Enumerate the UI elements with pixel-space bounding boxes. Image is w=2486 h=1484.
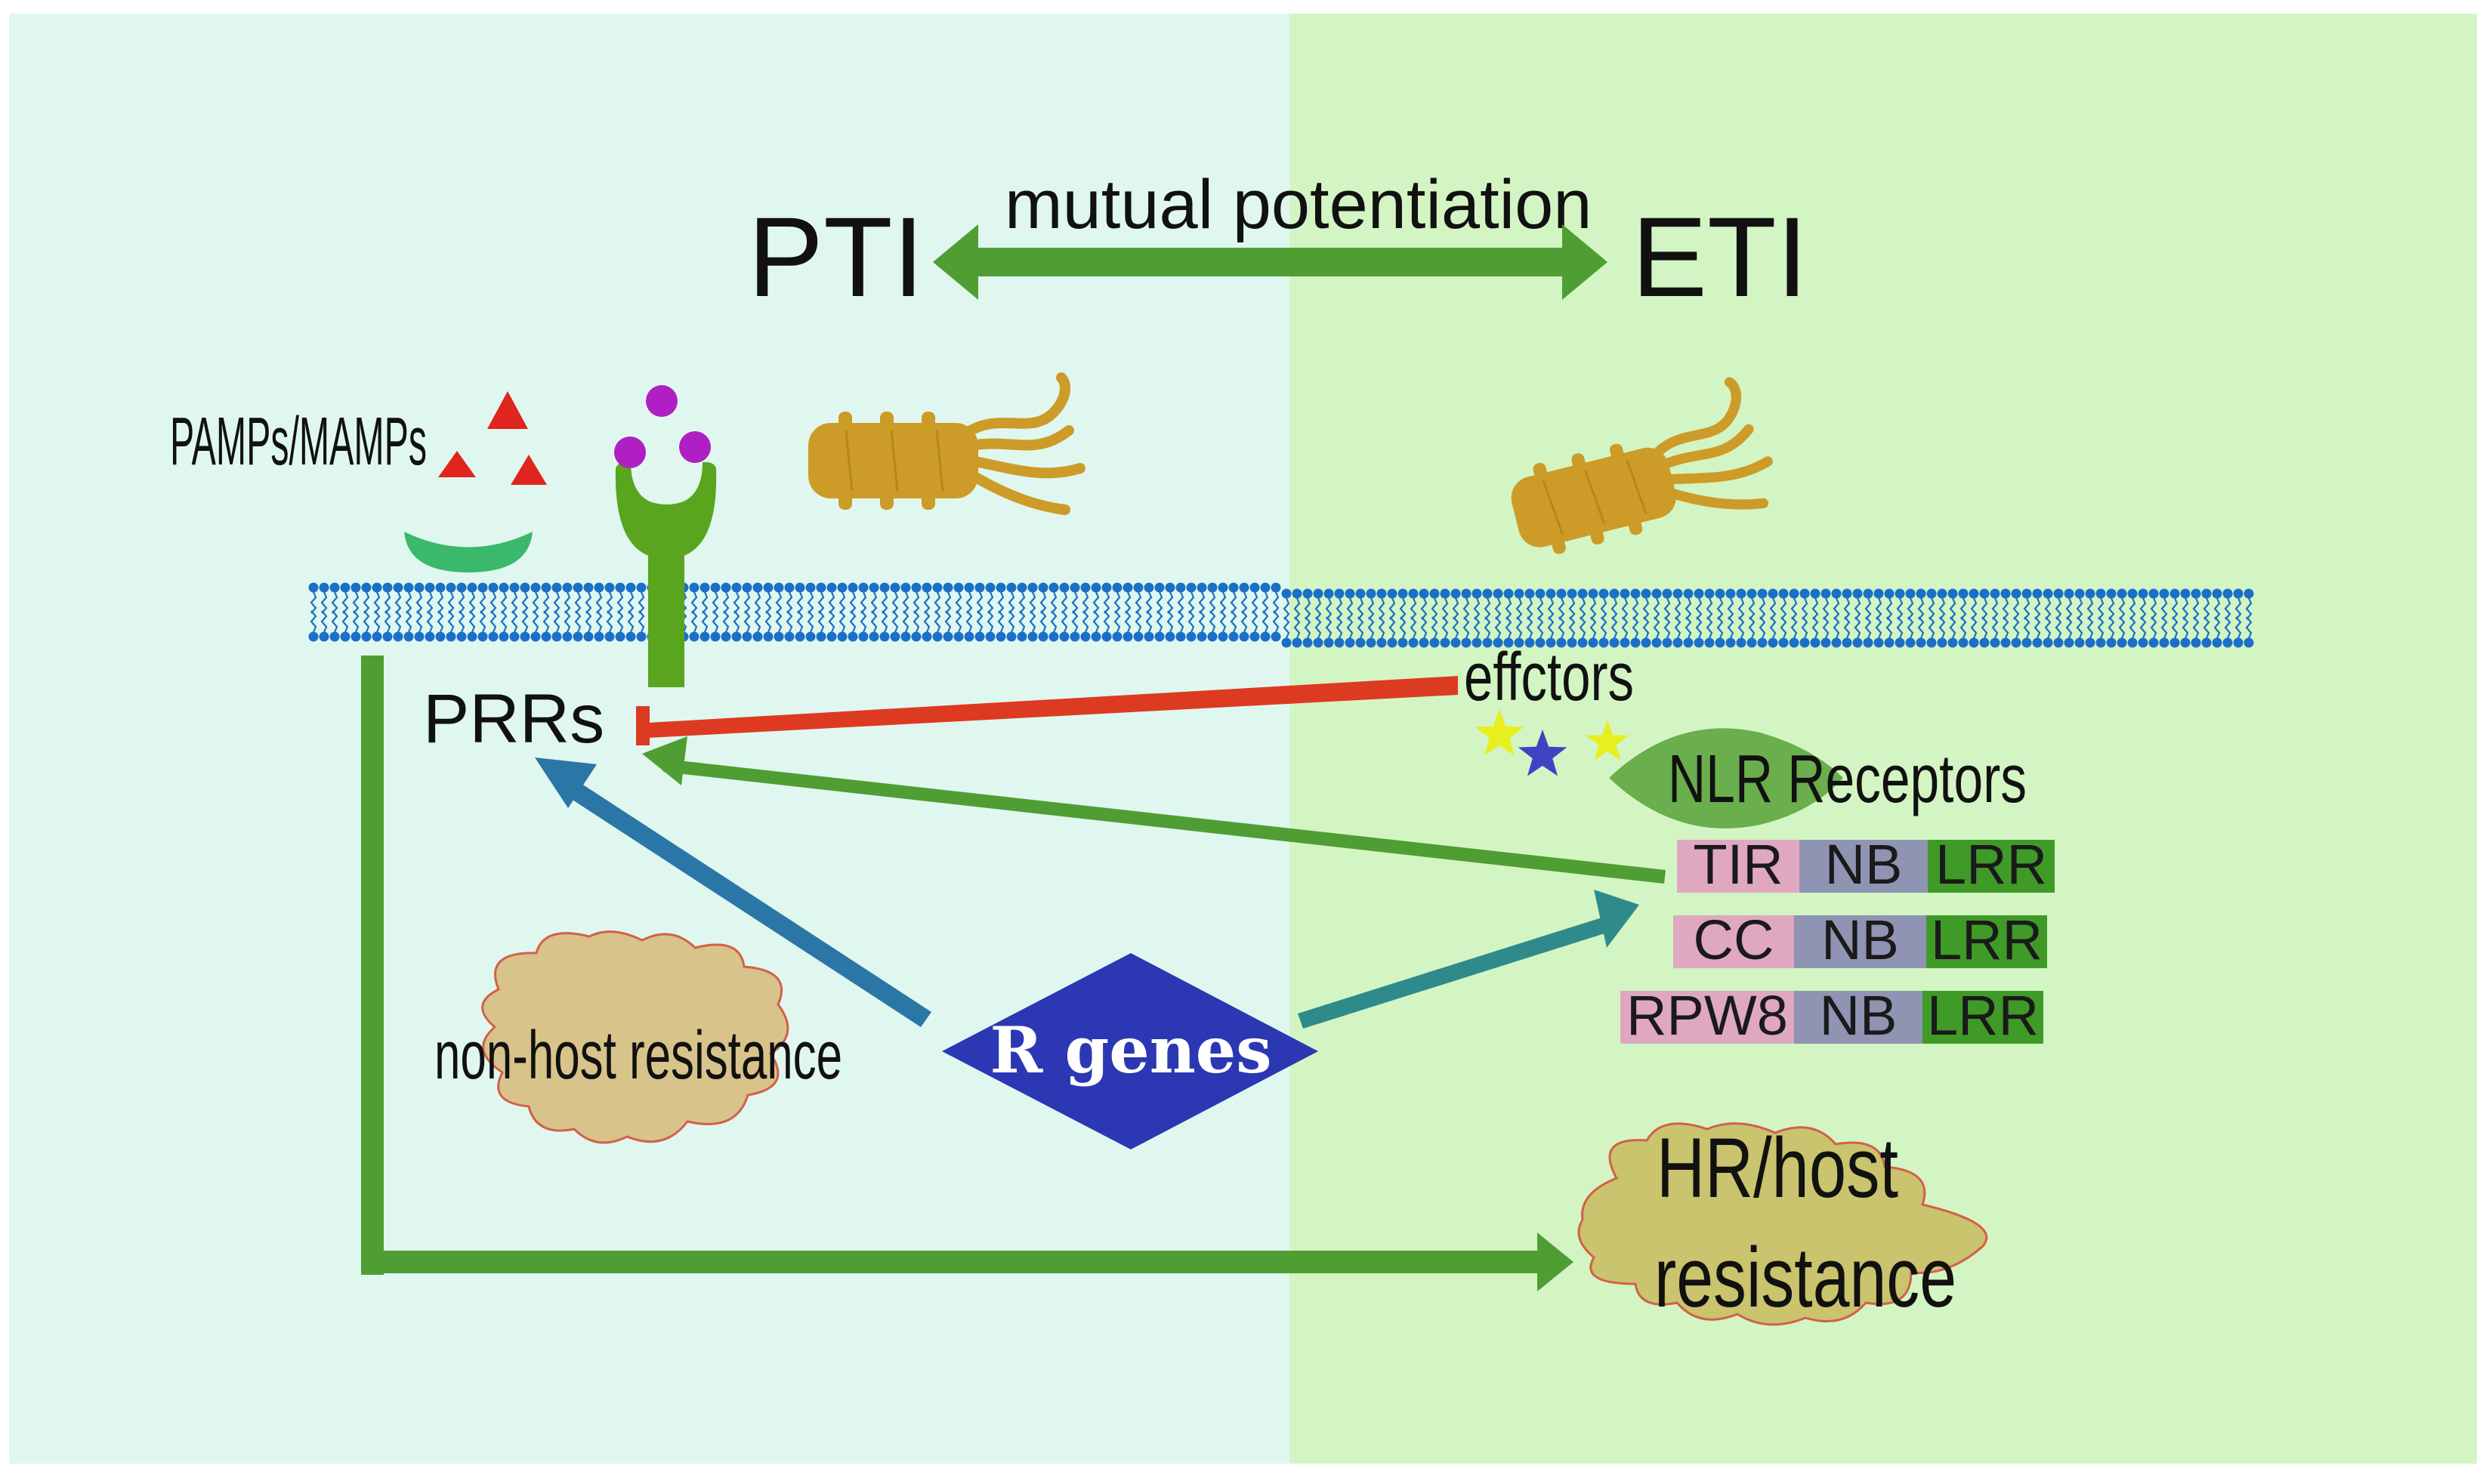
nlr-to-prr-arrow bbox=[642, 736, 1666, 884]
r-genes-node bbox=[942, 953, 1318, 1149]
pattern-receptor-cup bbox=[404, 532, 533, 572]
nlr-receptor-leaf bbox=[1609, 728, 1843, 828]
nlr-domain-nb-label: NB bbox=[1821, 909, 1899, 971]
effectors-label: effctors bbox=[1464, 640, 1634, 715]
hr-host-label-line2: resistance bbox=[1654, 1230, 1956, 1325]
r-genes-to-nlr-arrow bbox=[1298, 890, 1639, 1029]
nlr-domain-nb-label: NB bbox=[1820, 984, 1898, 1047]
triangle-icon bbox=[438, 391, 547, 485]
hr-host-label-line1: HR/host bbox=[1657, 1121, 1898, 1215]
nlr-domain-n-box bbox=[1677, 840, 1799, 893]
nlr-domain-nb-box bbox=[1794, 915, 1926, 968]
pti-title: PTI bbox=[748, 193, 924, 320]
prrs-label: PRRs bbox=[423, 680, 604, 757]
host-resistance-cloud bbox=[1577, 1122, 1988, 1326]
nlr-domain-lrr-box bbox=[1922, 991, 2043, 1044]
nlr-domain-n-box bbox=[1620, 991, 1794, 1044]
nlr-receptors-label: NLR Receptors bbox=[1668, 742, 2027, 817]
nlr-domain-lrr-box bbox=[1928, 840, 2055, 893]
nlr-domain-lrr-label: LRR bbox=[1935, 833, 2047, 896]
nlr-domain-n-label: RPW8 bbox=[1626, 984, 1788, 1047]
nlr-domain-table: TIR NB LRR CC NB LRR RPW8 NB LRR bbox=[1620, 833, 2055, 1047]
eti-title: ETI bbox=[1632, 193, 1808, 320]
nlr-domain-n-label: CC bbox=[1694, 909, 1774, 971]
nlr-domain-lrr-box bbox=[1926, 915, 2047, 968]
nlr-domain-nb-box bbox=[1799, 840, 1928, 893]
prr-receptor bbox=[615, 462, 717, 687]
effector-inhibition-line bbox=[636, 676, 1458, 745]
pti-to-hr-arrow bbox=[361, 656, 1573, 1291]
nlr-domain-n-label: TIR bbox=[1693, 833, 1783, 896]
nlr-domain-n-box bbox=[1673, 915, 1794, 968]
nlr-domain-nb-label: NB bbox=[1825, 833, 1903, 896]
bacterium-icon bbox=[1511, 377, 1773, 554]
mutual-potentiation-label: mutual potentiation bbox=[1005, 166, 1592, 243]
non-host-resistance-cloud bbox=[481, 930, 789, 1144]
non-host-resistance-label: non-host resistance bbox=[434, 1018, 842, 1094]
bacterium-icon bbox=[808, 372, 1086, 515]
pamps-label: PAMPs/MAMPs bbox=[170, 404, 427, 480]
r-genes-to-prr-arrow bbox=[535, 757, 931, 1027]
nlr-domain-lrr-label: LRR bbox=[1931, 909, 2043, 971]
nlr-domain-nb-box bbox=[1794, 991, 1922, 1044]
mutual-potentiation-arrow bbox=[933, 224, 1607, 300]
nlr-domain-lrr-label: LRR bbox=[1927, 984, 2039, 1047]
star-icon bbox=[1475, 709, 1629, 776]
r-genes-label: R genes bbox=[990, 1013, 1271, 1088]
circle-icon bbox=[614, 385, 711, 468]
